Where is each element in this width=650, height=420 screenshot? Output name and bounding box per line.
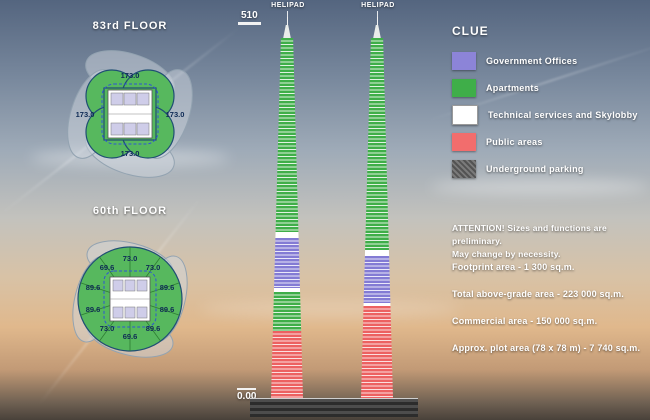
underground-parking-swatch [452,160,476,178]
area-label: 73.0 [123,254,138,263]
antenna [287,17,288,26]
cloud [200,300,460,318]
tower-segment-apartments [361,38,393,251]
spire-right [373,25,381,39]
underground-parking-base [250,398,418,417]
area-label: 173.0 [121,71,140,80]
floor-plan-83: 83rd FLOOR [45,20,215,194]
ground-level-dimension: 0.00 [237,388,257,402]
area-label: 89.6 [86,305,101,314]
area-label: 73.0 [146,263,161,272]
legend-item-underground: Underground parking [452,160,638,178]
stat-above-grade-area: Total above-grade area - 223 000 sq.m. [452,289,625,299]
attention-line-2: May change by necessity. [452,249,561,259]
attention-line-1: ATTENTION! Sizes and functions are preli… [452,223,607,246]
technical-services-swatch [452,105,478,125]
floor-plan-83-drawing: 173.0 173.0 173.0 173.0 [67,50,193,178]
government-offices-swatch [452,52,476,70]
helipad-label-right: HELIPAD [361,2,395,9]
legend-item-label: Technical services and Skylobby [488,110,638,120]
cloud [430,180,650,194]
public-areas-swatch [452,133,476,151]
legend-item-label: Apartments [486,83,540,93]
tower-segment-government [271,237,303,289]
project-stats: Footprint area - 1 300 sq.m. Total above… [452,262,648,370]
tower-elevation-right [361,38,393,398]
tower-segment-government [361,255,393,303]
floor-plan-60: 60th FLOOR [45,205,215,379]
area-label: 69.6 [100,263,115,272]
area-label: 89.6 [160,283,175,292]
area-label: 173.0 [76,110,95,119]
floor-plan-83-title: 83rd FLOOR [92,20,168,32]
tower-segment-apartments [271,38,303,233]
floor-plan-60-drawing: 73.0 73.0 89.6 89.6 89.6 69.6 73.0 89.6 … [72,240,188,358]
stat-commercial-area: Commercial area - 150 000 sq.m. [452,316,598,326]
legend: CLUE Government Offices Apartments Techn… [452,24,638,187]
tower-segment-public [361,306,393,398]
area-label: 73.0 [100,324,115,333]
tower-segment-apartments [271,291,303,332]
leader-line [377,11,378,17]
floor-plan-60-title: 60th FLOOR [92,205,168,217]
area-label: 89.6 [160,305,175,314]
legend-item-technical: Technical services and Skylobby [452,105,638,125]
stat-plot-area: Approx. plot area (78 x 78 m) - 7 740 sq… [452,343,641,353]
height-dimension: 510 [238,10,261,25]
area-label: 89.6 [146,324,161,333]
legend-item-public: Public areas [452,133,638,151]
legend-item-label: Underground parking [486,164,584,174]
apartments-swatch [452,79,476,97]
helipad-label-left: HELIPAD [271,2,305,9]
tower-segment-technical [361,302,393,307]
legend-item-apartments: Apartments [452,79,638,97]
area-label: 69.6 [123,332,138,341]
tower-segment-public [271,331,303,398]
leader-line [287,11,288,17]
area-label: 89.6 [86,283,101,292]
area-label: 173.0 [166,110,185,119]
antenna [377,17,378,26]
tower-segment-technical [271,232,303,238]
attention-note: ATTENTION! Sizes and functions are preli… [452,222,644,261]
legend-item-label: Public areas [486,137,543,147]
tower-segment-technical [361,250,393,256]
stat-footprint-area: Footprint area - 1 300 sq.m. [452,262,575,272]
area-label: 173.0 [121,149,140,158]
legend-item-label: Government Offices [486,56,578,66]
spire-left [283,25,291,39]
tower-elevation-left [271,38,303,398]
tower-segment-technical [271,288,303,292]
legend-title: CLUE [452,24,489,38]
legend-item-government: Government Offices [452,52,638,70]
